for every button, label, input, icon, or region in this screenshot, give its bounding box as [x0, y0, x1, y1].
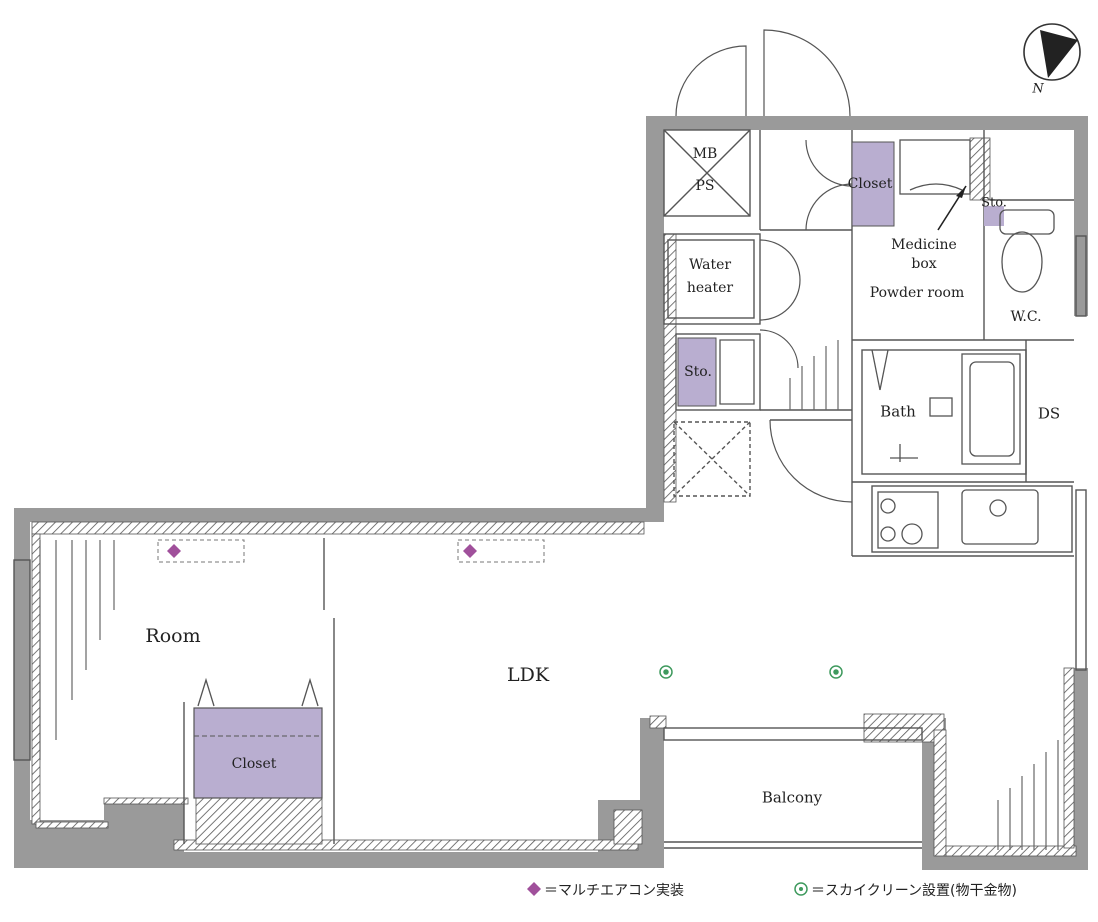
- sto-top-fill: [984, 206, 1004, 226]
- label-ds: DS: [1037, 404, 1061, 423]
- wall-south-east: [922, 856, 1088, 870]
- label-closet-bottom: Closet: [231, 755, 277, 772]
- aircon-unit-ldk: [457, 539, 545, 563]
- label-powder-room: Powder room: [869, 284, 965, 301]
- door-swings: [675, 29, 853, 503]
- legend-skyclean: ＝スカイクリーン設置(物干金物): [811, 883, 1017, 899]
- skyclean-marker-icon: [659, 665, 673, 679]
- aircon-marker-icon: [167, 544, 181, 558]
- label-mb: MB: [692, 145, 718, 162]
- wall-south-ldk: [170, 852, 664, 868]
- label-wc: W.C.: [1010, 308, 1042, 325]
- wall-core-left: [646, 116, 664, 516]
- fixtures: [719, 139, 1055, 549]
- aircon-units: [157, 539, 545, 563]
- label-bath: Bath: [880, 402, 916, 421]
- label-closet-top: Closet: [847, 175, 893, 192]
- wall-step-1: [104, 800, 184, 830]
- flooring-lines: [39, 340, 1059, 850]
- legend-skyclean-icon: [794, 882, 808, 896]
- skyclean-markers: [659, 665, 843, 679]
- aircon-unit-room: [157, 539, 245, 563]
- walls: [14, 116, 1088, 870]
- wall-east: [1074, 116, 1088, 316]
- closet-hooks: [197, 677, 319, 707]
- wall-top-right-core: [646, 116, 1086, 130]
- label-medicine-box-1: Medicine: [891, 236, 957, 253]
- closet-bottom-fill: [193, 707, 323, 799]
- label-medicine-box-2: box: [911, 255, 937, 272]
- legend-diamond-icon: [527, 882, 541, 896]
- sto-mid-fill: [677, 337, 717, 407]
- label-ps: PS: [695, 177, 715, 194]
- wall-east-lower: [1074, 668, 1088, 868]
- label-balcony: Balcony: [761, 788, 823, 807]
- compass-icon: [1023, 23, 1081, 81]
- legend-aircon: ＝マルチエアコン実装: [544, 883, 684, 899]
- wall-north-room: [14, 508, 664, 522]
- label-water-heater-1: Water: [688, 256, 732, 273]
- label-ldk: LDK: [506, 664, 550, 687]
- label-sto-top: Sto.: [981, 195, 1007, 211]
- compass-north-label: N: [1032, 81, 1044, 97]
- label-sto-mid: Sto.: [684, 363, 712, 380]
- closet-top-fill: [851, 141, 895, 227]
- label-water-heater-2: heater: [686, 279, 734, 296]
- wall-west: [14, 508, 30, 868]
- aircon-marker-icon: [463, 544, 477, 558]
- label-room: Room: [145, 625, 201, 648]
- partitions: [13, 129, 1087, 849]
- storage-fills: [193, 141, 1004, 799]
- skyclean-marker-icon: [829, 665, 843, 679]
- medicine-box-arrow: [937, 185, 967, 231]
